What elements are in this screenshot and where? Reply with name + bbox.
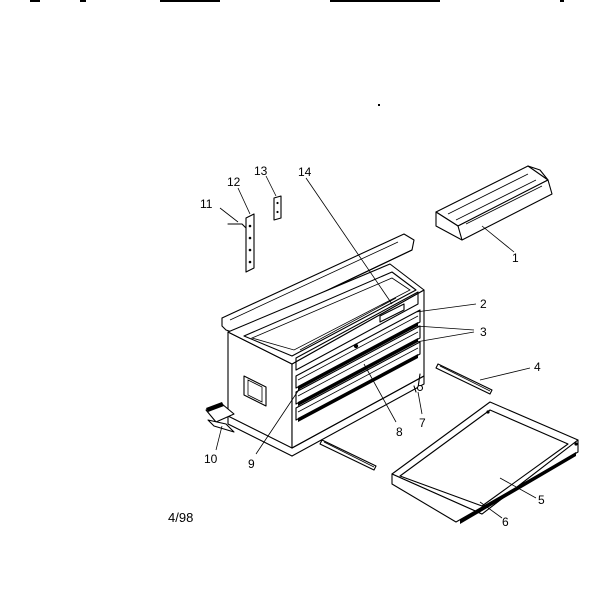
callout-12: 12 — [227, 175, 241, 189]
callout-labels: 1 2 3 4 5 6 7 8 9 10 11 12 13 14 4/98 — [168, 164, 545, 529]
leader-lines — [215, 175, 537, 519]
callout-5: 5 — [538, 493, 545, 507]
callout-7: 7 — [419, 416, 426, 430]
callout-10: 10 — [204, 452, 218, 466]
part-bracket — [273, 195, 282, 221]
callout-11: 11 — [200, 197, 213, 211]
part-latch — [413, 373, 424, 393]
callout-9: 9 — [248, 457, 255, 471]
callout-1: 1 — [512, 251, 519, 265]
part-handle-bracket — [205, 402, 235, 433]
callout-14: 14 — [298, 165, 312, 179]
part-tray — [435, 165, 553, 241]
part-hinge-strip — [245, 213, 255, 273]
callout-2: 2 — [480, 297, 487, 311]
callout-3: 3 — [480, 325, 487, 339]
callout-8: 8 — [396, 425, 403, 439]
cropped-header-fragments — [30, 0, 564, 106]
part-slide-rail-2 — [319, 439, 377, 471]
date-code: 4/98 — [168, 510, 193, 525]
callout-4: 4 — [534, 360, 541, 374]
part-chest-body — [227, 263, 425, 457]
part-hinge-pin — [227, 223, 247, 229]
callout-6: 6 — [502, 515, 509, 529]
part-slide-rail — [435, 363, 493, 395]
callout-13: 13 — [254, 164, 268, 178]
